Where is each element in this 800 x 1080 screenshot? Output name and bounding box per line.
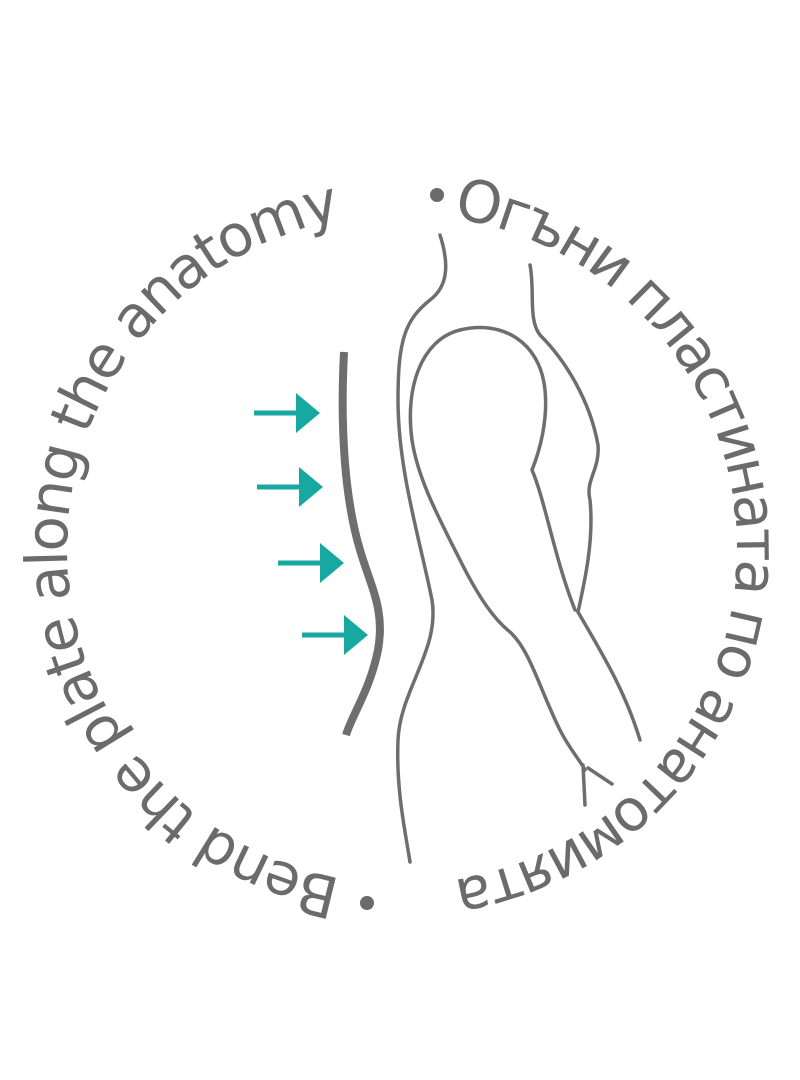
body-front-contour xyxy=(395,233,448,864)
separator-dot-bottom xyxy=(360,896,374,910)
arm-back xyxy=(458,325,577,612)
hip-line xyxy=(581,763,587,807)
hand-line xyxy=(586,766,614,786)
plate xyxy=(338,351,384,737)
arrow-right-icon xyxy=(254,393,320,433)
arm-upper xyxy=(408,328,587,772)
pressure-arrows xyxy=(254,393,368,655)
ring-text-bulgarian: Огъни пластината по анатомията xyxy=(450,164,791,933)
arrow-right-icon xyxy=(257,467,323,507)
ring-text-english: Bend the plate along the anatomy xyxy=(13,167,345,932)
separator-dot-top xyxy=(430,188,444,202)
ring-text-english-path: Bend the plate along the anatomy xyxy=(13,167,345,932)
body-outline xyxy=(395,233,642,864)
arrow-right-icon xyxy=(278,543,344,583)
arm-outer xyxy=(576,610,642,742)
body-back-contour xyxy=(528,263,600,614)
arrow-right-icon xyxy=(302,615,368,655)
ring-text-bulgarian-path: Огъни пластината по анатомията xyxy=(450,164,791,933)
